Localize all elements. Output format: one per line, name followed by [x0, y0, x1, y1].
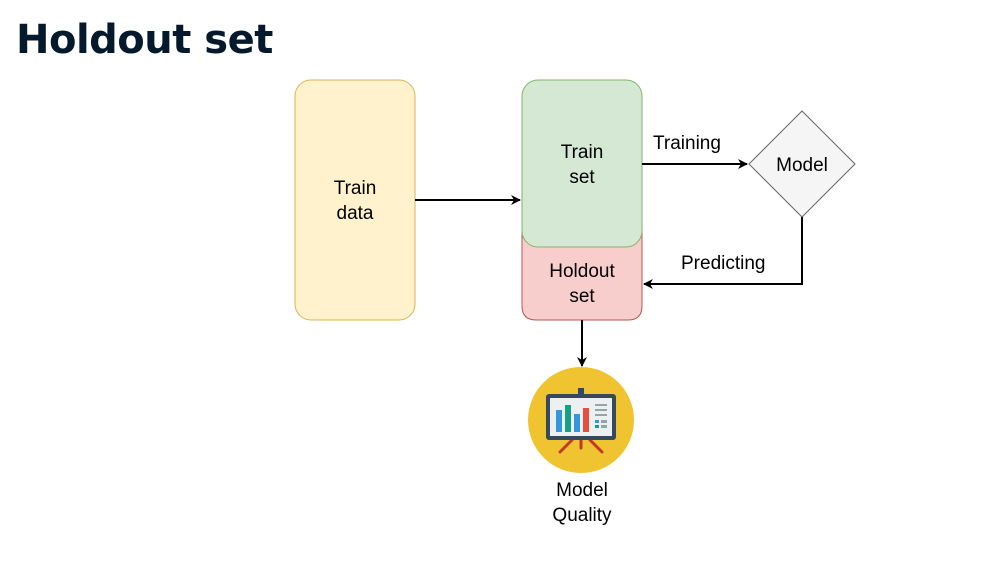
train-data-label-line1: Train [334, 178, 377, 199]
edge-predicting: Predicting [643, 217, 803, 289]
page-title: Holdout set [16, 17, 273, 63]
train-set-label-line1: Train [561, 142, 604, 163]
predicting-label: Predicting [681, 253, 766, 274]
edge-training: Training [642, 133, 748, 169]
model-node: Model [748, 110, 856, 218]
model-quality-label-line2: Quality [552, 505, 612, 526]
model-quality-label-line1: Model [556, 480, 608, 501]
training-label: Training [653, 133, 721, 154]
presentation-board-chart-icon [528, 367, 634, 473]
train-data-label-line2: data [337, 203, 374, 224]
train-data-node: Train data [294, 79, 416, 321]
holdout-set-node: Holdout set [521, 231, 643, 321]
holdout-set-label-line2: set [569, 286, 595, 307]
train-set-node: Train set [521, 79, 643, 248]
holdout-set-label-line1: Holdout [549, 261, 615, 282]
model-quality-node: Model Quality [552, 480, 612, 526]
model-label: Model [776, 155, 828, 176]
train-set-label-line2: set [569, 167, 595, 188]
